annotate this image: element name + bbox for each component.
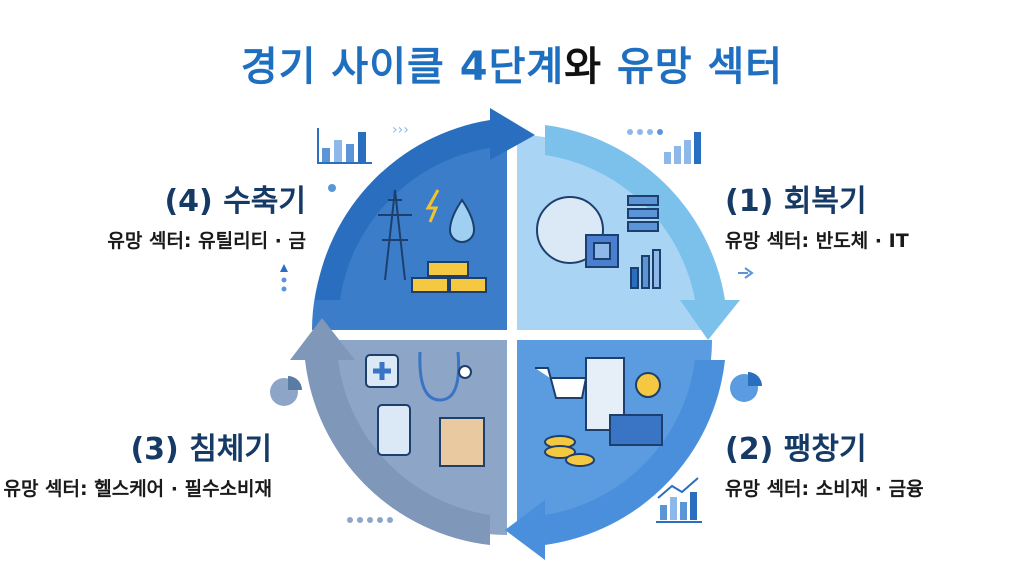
title-part-2: 와 (564, 44, 603, 90)
stage-label: (2) 팽창기 (725, 432, 867, 467)
quadrant-recovery (517, 135, 712, 330)
arrow-recession-to-contraction (290, 318, 490, 545)
stage-recession: (3) 침체기 유망 섹터: 헬스케어 · 필수소비재 (3, 424, 272, 501)
arrow-recovery-to-expansion (545, 125, 740, 340)
stage-recovery: (1) 회복기 유망 섹터: 반도체 · IT (725, 176, 909, 253)
healthcare-grocery-icon (365, 351, 485, 467)
stage-sector: 유망 섹터: 소비재 · 금융 (725, 478, 924, 500)
stage-label: (3) 침체기 (130, 432, 272, 467)
semiconductor-chip-icon (536, 195, 661, 289)
arrow-expansion-to-recession (505, 360, 725, 560)
title-part-3: 유망 섹터 (602, 44, 784, 90)
decor-dots (280, 184, 754, 523)
stage-sector: 유망 섹터: 헬스케어 · 필수소비재 (3, 478, 272, 500)
svg-text:›››: ››› (392, 122, 409, 138)
stage-sector: 유망 섹터: 유틸리티 · 금 (107, 230, 306, 252)
arrow-contraction-to-recovery (315, 108, 535, 300)
stage-label: (1) 회복기 (725, 184, 867, 219)
decor-pie-left (270, 376, 302, 406)
utility-gold-icon (378, 189, 487, 293)
stage-contraction: (4) 수축기 유망 섹터: 유틸리티 · 금 (107, 176, 306, 253)
stage-label: (4) 수축기 (164, 184, 306, 219)
decor-bar-chart-bottom-right (656, 477, 702, 523)
shopping-building-coins-icon (535, 357, 663, 467)
decor-bar-chart-top-right (627, 129, 701, 164)
stage-expansion: (2) 팽창기 유망 섹터: 소비재 · 금융 (725, 424, 924, 501)
decor-bar-chart-top-left: ››› (317, 122, 409, 164)
stage-sector: 유망 섹터: 반도체 · IT (725, 230, 909, 252)
title-part-1: 경기 사이클 4단계 (240, 44, 565, 90)
decor-pie-right (730, 372, 762, 402)
page-title: 경기 사이클 4단계와 유망 섹터 (0, 34, 1024, 92)
